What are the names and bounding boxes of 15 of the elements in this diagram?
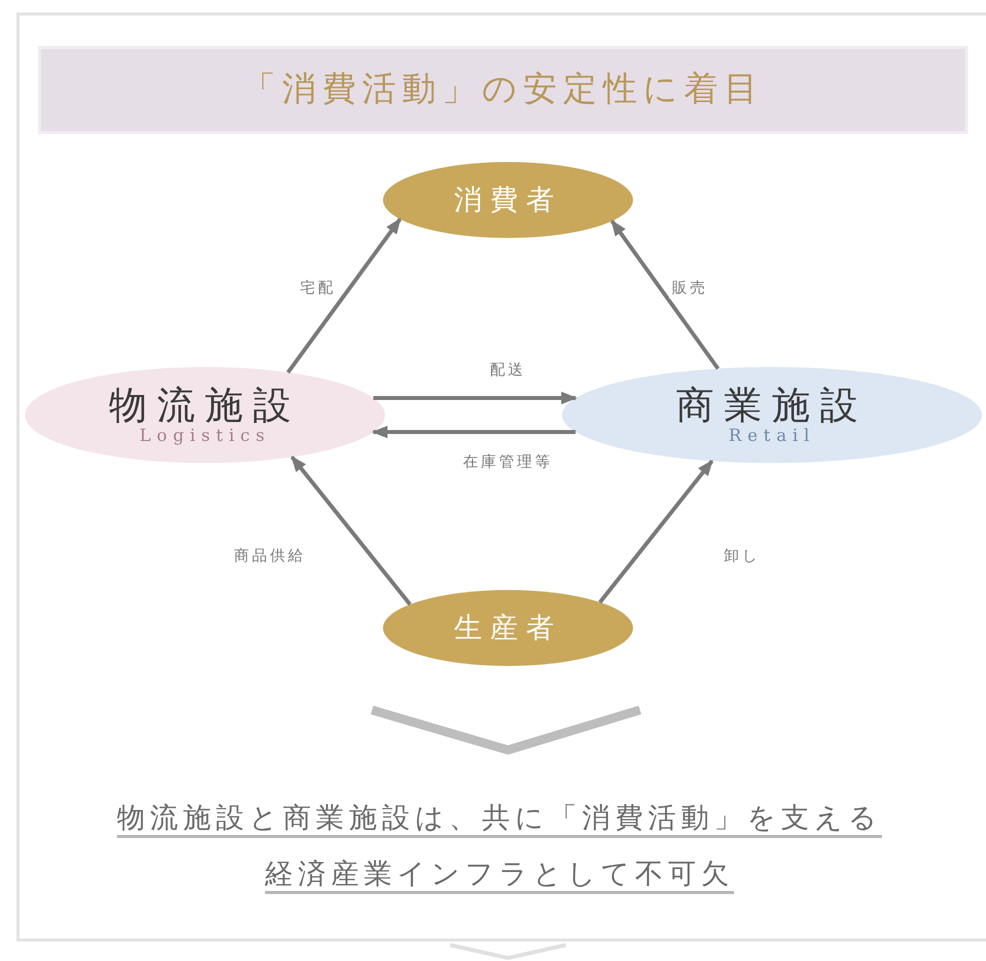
node-label: 消費者	[454, 184, 562, 216]
title-band	[38, 46, 968, 134]
heading-text: 「消費活動」の安定性に着目	[242, 71, 764, 109]
arrow	[610, 220, 720, 370]
arrow	[286, 218, 402, 374]
english-subtitle: Retail	[728, 426, 816, 446]
arrow	[372, 426, 576, 438]
arrow	[290, 456, 412, 606]
node-label: 物流施設	[109, 384, 301, 427]
english-subtitle: Logistics	[139, 426, 271, 446]
node-label: 生産者	[454, 612, 562, 644]
node-label: 商業施設	[676, 384, 868, 427]
conclusion-text: 物流施設と商業施設は、共に「消費活動」を支える経済産業インフラとして不可欠	[116, 800, 883, 892]
arrow	[598, 460, 714, 604]
arrow	[373, 392, 578, 404]
